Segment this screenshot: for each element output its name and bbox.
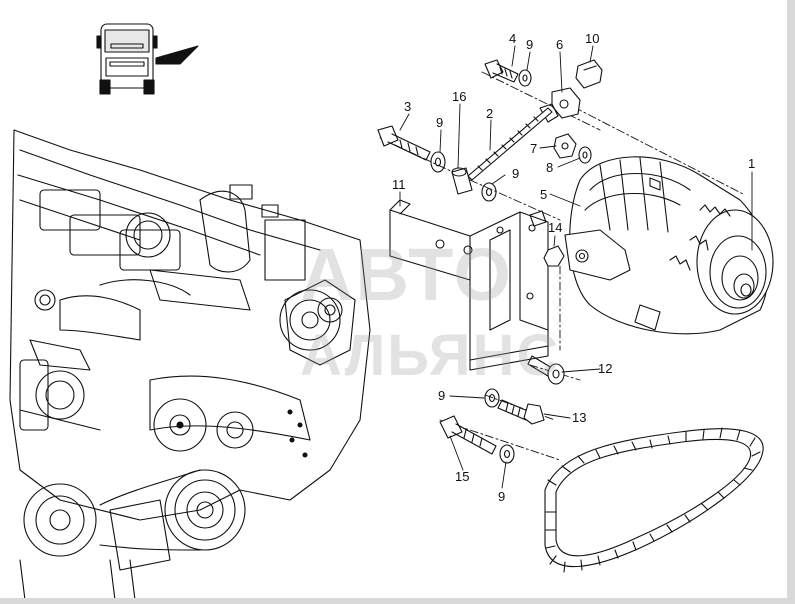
drive-belt bbox=[544, 427, 764, 573]
part-label-16: 16 bbox=[452, 89, 467, 104]
part-label-9-bottom: 9 bbox=[498, 489, 506, 504]
rod-part-2 bbox=[467, 107, 553, 181]
washer-part-9-lower bbox=[484, 388, 500, 408]
part-label-12: 12 bbox=[598, 361, 613, 376]
washer-part-9-bottom bbox=[499, 444, 515, 464]
truck-front-icon bbox=[96, 23, 199, 95]
bolt-part-12 bbox=[527, 355, 565, 385]
washer-part-8 bbox=[578, 146, 592, 164]
bolt-part-15 bbox=[439, 415, 497, 455]
nut-part-14 bbox=[543, 245, 565, 267]
washer-part-9-top bbox=[518, 69, 532, 87]
part-label-3: 3 bbox=[404, 99, 412, 114]
part-label-2: 2 bbox=[486, 106, 494, 121]
part-label-11: 11 bbox=[392, 177, 406, 192]
part-label-9-top: 9 bbox=[526, 37, 534, 52]
part-label-14: 14 bbox=[548, 220, 563, 235]
part-label-9-left: 9 bbox=[436, 115, 444, 130]
sleeve-part-10 bbox=[575, 59, 603, 89]
alternator-part-1 bbox=[564, 156, 774, 335]
part-label-1: 1 bbox=[748, 156, 756, 171]
part-label-4: 4 bbox=[509, 31, 517, 46]
part-label-15: 15 bbox=[455, 469, 470, 484]
watermark-line-2: АЛЬЯНС bbox=[300, 323, 561, 388]
part-label-13: 13 bbox=[572, 410, 587, 425]
bracket-part-11 bbox=[389, 199, 549, 371]
spacer-part-16 bbox=[451, 167, 473, 195]
part-label-7: 7 bbox=[530, 141, 538, 156]
bottom-border bbox=[0, 598, 795, 604]
part-label-8: 8 bbox=[546, 160, 554, 175]
part-label-5: 5 bbox=[540, 187, 548, 202]
bolt-part-4 bbox=[484, 59, 519, 83]
nut-part-7 bbox=[553, 133, 577, 159]
part-label-6: 6 bbox=[556, 37, 564, 52]
part-label-9-lower: 9 bbox=[438, 388, 446, 403]
bolt-part-3 bbox=[377, 125, 431, 161]
washer-part-9-left bbox=[430, 151, 446, 173]
leader-lines bbox=[399, 45, 753, 489]
right-border bbox=[787, 0, 795, 604]
washer-part-9-mid bbox=[481, 182, 497, 202]
part-label-9-mid: 9 bbox=[512, 166, 520, 181]
clamp-part-6 bbox=[539, 87, 581, 123]
part-label-10: 10 bbox=[585, 31, 600, 46]
watermark-line-1: АВТО bbox=[300, 233, 513, 316]
bolt-part-13 bbox=[497, 399, 545, 425]
